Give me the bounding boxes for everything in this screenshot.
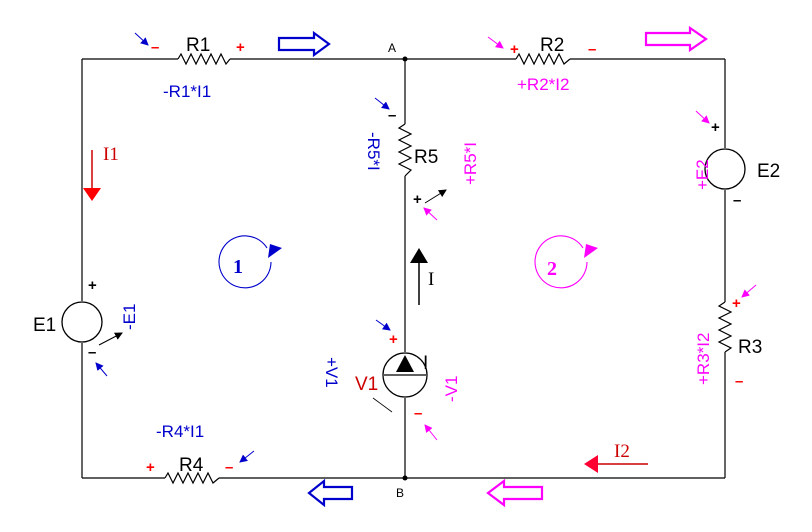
label-e1: E1 [33, 315, 56, 336]
drop-v1-loop1: +V1 [322, 357, 341, 388]
polarity-r5-top: – [388, 107, 396, 124]
resistor-r4 [164, 471, 220, 485]
label-source-current: I [423, 353, 428, 374]
polarity-e1-bottom: – [88, 344, 96, 361]
polarity-r1-left: – [151, 39, 159, 56]
resistor-r2 [515, 52, 571, 66]
source-arrow-icon [396, 355, 414, 372]
label-r2: R2 [540, 35, 564, 56]
pointer-arrows [95, 32, 757, 463]
current-arrow-i2-icon [584, 455, 598, 473]
drop-r3: +R3*I2 [694, 333, 713, 385]
polarity-r4-right: – [225, 459, 233, 476]
label-r4: R4 [179, 455, 204, 476]
loop2-arrow-icon [584, 244, 598, 258]
loop1-circle [218, 235, 272, 289]
voltage-source-e1 [61, 301, 103, 343]
resistor-r5 [397, 123, 413, 177]
drop-r5-loop1: -R5*I [364, 132, 383, 171]
current-arrow-i1-icon [83, 188, 101, 201]
flow-arrow-bottom-left-icon [307, 478, 354, 508]
node-b-label: B [396, 486, 404, 500]
voltage-source-e2 [704, 148, 746, 190]
drop-r1: -R1*I1 [163, 82, 211, 101]
polarity-v1-bottom: – [414, 405, 422, 422]
loop2-circle [534, 235, 588, 289]
flow-arrow-bottom-right-icon [486, 478, 544, 508]
polarity-r3-top: + [732, 295, 741, 312]
loop1-label: 1 [233, 256, 243, 278]
label-v1: V1 [355, 374, 378, 395]
flow-arrow-top-left-icon [277, 30, 331, 58]
node-b-dot [402, 475, 408, 481]
resistor-r1 [177, 52, 231, 66]
polarity-r1-right: + [236, 39, 245, 56]
current-arrow-i-icon [410, 248, 428, 263]
label-r1: R1 [186, 35, 210, 56]
polarity-r3-bottom: – [735, 373, 743, 390]
wires [81, 58, 726, 479]
polarity-e2-bottom: – [733, 192, 741, 209]
current-label-i1: I1 [103, 144, 119, 165]
loop2-label: 2 [547, 258, 557, 280]
current-label-i: I [428, 269, 434, 290]
label-r5: R5 [414, 147, 438, 168]
label-e2: E2 [757, 161, 780, 182]
drop-r5-loop2: +R5*I [461, 142, 480, 185]
polarity-v1-top: + [389, 331, 398, 348]
resistor-r3 [717, 301, 733, 353]
drop-r4: -R4*I1 [156, 422, 204, 441]
polarity-r5-bottom: + [413, 191, 422, 208]
flow-arrow-top-right-icon [644, 25, 708, 53]
drop-e1: -E1 [120, 304, 139, 330]
node-a-dot [402, 56, 408, 62]
current-label-i2: I2 [614, 441, 630, 462]
drop-r2: +R2*I2 [517, 75, 569, 94]
drop-e2: +E2 [693, 159, 712, 190]
node-a-label: A [388, 41, 396, 55]
polarity-r2-left: + [510, 41, 519, 58]
polarity-e2-top: + [711, 119, 720, 136]
polarity-e1-top: + [88, 277, 97, 294]
loop1-arrow-icon [268, 244, 282, 258]
label-r3: R3 [738, 337, 762, 358]
polarity-r2-right: – [588, 41, 596, 58]
drop-v1-loop2: -V1 [442, 376, 461, 402]
polarity-r4-left: + [146, 459, 155, 476]
